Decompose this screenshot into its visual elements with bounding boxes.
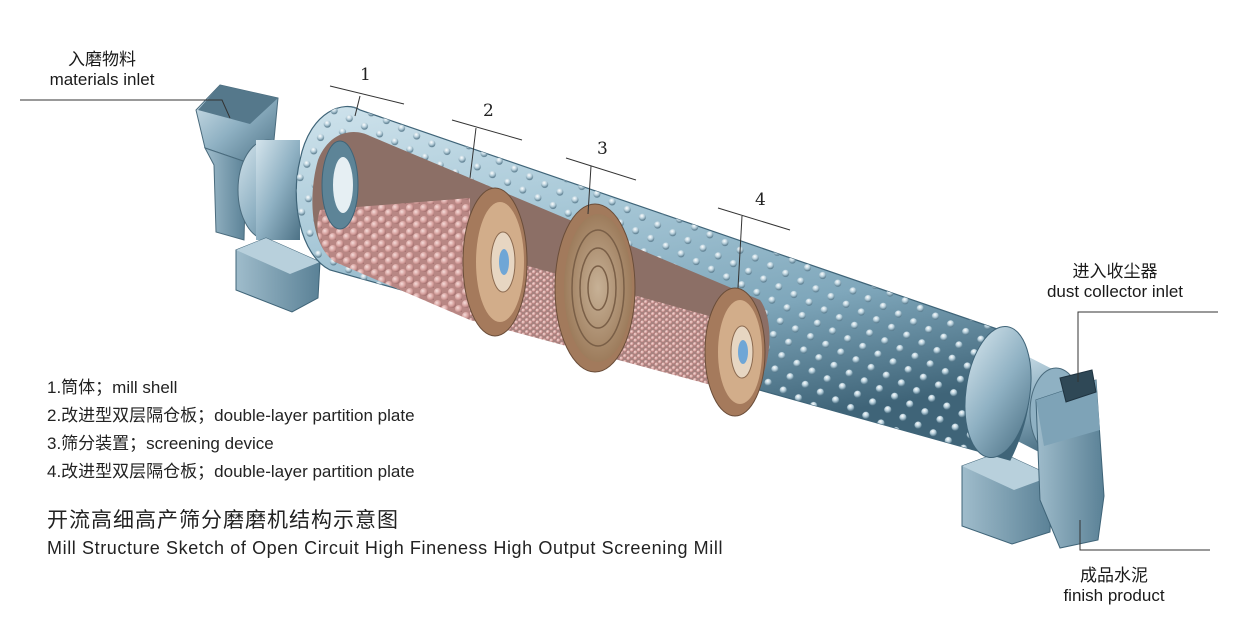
- partition-plate-4: [704, 287, 766, 417]
- part-number-3: 3: [597, 139, 608, 159]
- part-number-1: 1: [360, 65, 371, 85]
- product-label-en: finish product: [1063, 586, 1165, 605]
- inlet-label-en: materials inlet: [49, 70, 155, 89]
- left-trunnion: [237, 139, 300, 241]
- part-number-2: 2: [483, 101, 494, 121]
- legend-item: 1.筒体；mill shell: [47, 378, 178, 397]
- finish-product-outlet: [1035, 369, 1105, 549]
- dust-label-en: dust collector inlet: [1046, 282, 1184, 301]
- dust-label-cn: 进入收尘器: [1072, 262, 1158, 281]
- parts-legend: 1.筒体；mill shell 2.改进型双层隔仓板；double-layer …: [47, 374, 415, 486]
- leader-lines: [20, 85, 1218, 551]
- inlet-callout: 入磨物料 materials inlet: [36, 50, 168, 90]
- diagram-title-cn: 开流高细高产筛分磨磨机结构示意图: [47, 509, 399, 532]
- part-number-4: 4: [755, 190, 766, 210]
- inlet-label-cn: 入磨物料: [68, 50, 136, 69]
- coarse-grinding-chamber: [317, 198, 470, 320]
- legend-item: 3.筛分装置；screening device: [47, 434, 274, 453]
- dust-collector-callout: 进入收尘器 dust collector inlet: [1030, 262, 1200, 302]
- partition-plate-2: [462, 187, 528, 337]
- diagram-title-en: Mill Structure Sketch of Open Circuit Hi…: [47, 538, 724, 558]
- product-label-cn: 成品水泥: [1080, 566, 1148, 585]
- legend-item: 2.改进型双层隔仓板；double-layer partition plate: [47, 406, 415, 425]
- finish-product-callout: 成品水泥 finish product: [1046, 566, 1182, 606]
- legend-item: 4.改进型双层隔仓板；double-layer partition plate: [47, 462, 415, 481]
- left-bearing-block: [235, 237, 321, 313]
- materials-inlet-hopper: [195, 84, 279, 241]
- screening-device-3: [554, 203, 636, 373]
